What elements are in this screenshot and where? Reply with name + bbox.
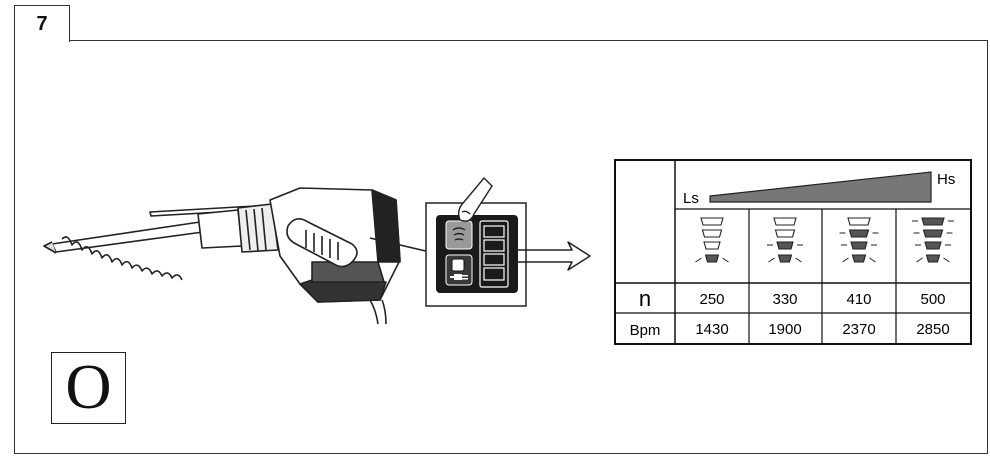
- bpm-value-1: 1430: [695, 321, 728, 338]
- indicator-bar: [925, 254, 941, 263]
- impact-row-label: Bpm: [630, 322, 661, 339]
- indicator-ray: [869, 257, 876, 263]
- speed-table: Ls Hs n Bpm 250 330 410 500 1430 1900 23…: [614, 159, 972, 345]
- indicator-bar: [848, 229, 870, 238]
- n-value-1: 250: [699, 291, 724, 308]
- indicator-bar: [776, 241, 794, 250]
- arrow-icon: [516, 241, 591, 271]
- indicator-bar: [922, 229, 944, 238]
- indicator-bar: [700, 217, 724, 226]
- figure-number: 7: [14, 5, 70, 42]
- indicator-ray: [722, 257, 729, 263]
- control-panel-callout: [425, 176, 527, 307]
- indicator-bar: [701, 229, 723, 238]
- indicator-ray: [695, 257, 702, 263]
- indicator-ray: [943, 257, 950, 263]
- indicator-bar: [847, 217, 871, 226]
- indicator-ray: [916, 257, 923, 263]
- high-speed-label: Hs: [937, 171, 955, 188]
- soft-start-icon: [452, 227, 466, 241]
- finger-icon: [457, 176, 493, 222]
- level-2-indicator-icon: [767, 217, 803, 263]
- indicator-bar: [773, 217, 797, 226]
- callout-line: [369, 237, 431, 253]
- n-value-3: 410: [846, 291, 871, 308]
- speed-level-bars-icon: [479, 220, 509, 288]
- indicator-bar: [921, 217, 945, 226]
- indicator-ray: [795, 257, 802, 263]
- indicator-bar: [704, 254, 720, 263]
- bpm-value-4: 2850: [916, 321, 949, 338]
- indicator-bar: [703, 241, 721, 250]
- n-value-4: 500: [920, 291, 945, 308]
- level-4-indicator-icon: [912, 217, 954, 263]
- indicator-bar: [774, 229, 796, 238]
- n-value-2: 330: [772, 291, 797, 308]
- speed-wedge-icon: [709, 171, 932, 203]
- indicator-bar: [777, 254, 793, 263]
- figure-frame: [14, 40, 988, 454]
- plug-icon: [450, 274, 468, 280]
- level-1-indicator-icon: [695, 217, 729, 263]
- indicator-bar: [850, 241, 868, 250]
- mode-button-icon: [451, 258, 465, 272]
- indicator-ray: [768, 257, 775, 263]
- drill-bit-icon: [43, 221, 204, 281]
- speed-row-label: n: [639, 286, 651, 311]
- indicator-bar: [924, 241, 942, 250]
- indicator-ray: [842, 257, 849, 263]
- low-speed-label: Ls: [683, 190, 699, 207]
- level-3-indicator-icon: [839, 217, 879, 263]
- bpm-value-3: 2370: [842, 321, 875, 338]
- indicator-bar: [851, 254, 867, 263]
- bpm-value-2: 1900: [768, 321, 801, 338]
- rotary-hammer-drill-icon: [43, 187, 401, 325]
- mode-indicator-box: O: [51, 352, 126, 424]
- level-indicator-icons: [695, 217, 954, 263]
